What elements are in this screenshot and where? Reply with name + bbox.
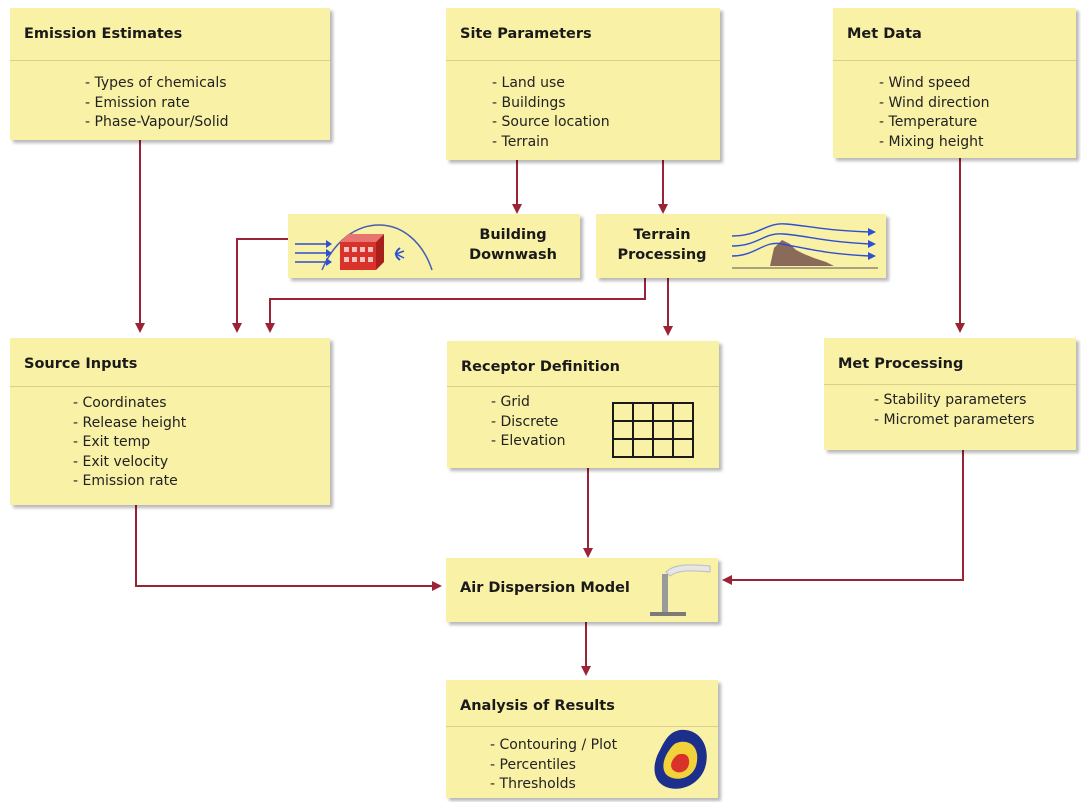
divider bbox=[10, 386, 330, 387]
emission-estimates-box: Emission Estimates Types of chemicals Em… bbox=[10, 8, 330, 140]
building-label: Building bbox=[479, 227, 547, 243]
list-item: Stability parameters bbox=[874, 391, 1035, 411]
list-item: Wind direction bbox=[879, 94, 990, 114]
met-data-title: Met Data bbox=[847, 26, 922, 42]
site-parameters-list: Land use Buildings Source location Terra… bbox=[492, 74, 610, 152]
receptor-definition-box: Receptor Definition Grid Discrete Elevat… bbox=[447, 341, 719, 468]
terrain-processing-label: Terrain Processing bbox=[600, 225, 724, 265]
list-item: Micromet parameters bbox=[874, 411, 1035, 431]
site-parameters-title: Site Parameters bbox=[460, 26, 592, 42]
list-item: Percentiles bbox=[490, 756, 617, 776]
arrow-metproc-to-model bbox=[722, 450, 964, 585]
arrow-building-to-source bbox=[232, 238, 288, 333]
list-item: Discrete bbox=[491, 413, 566, 433]
list-item: Contouring / Plot bbox=[490, 736, 618, 756]
list-item: Wind speed bbox=[879, 74, 990, 94]
analysis-of-results-list: Contouring / Plot Percentiles Thresholds bbox=[490, 736, 618, 795]
building-downwash-label: Building Downwash bbox=[453, 225, 573, 265]
list-item: Land use bbox=[492, 74, 610, 94]
air-dispersion-model-box: Air Dispersion Model bbox=[446, 558, 718, 622]
terrain-processing-box: Terrain Processing bbox=[596, 214, 886, 278]
divider bbox=[824, 384, 1076, 385]
list-item: Grid bbox=[491, 393, 566, 413]
divider bbox=[446, 60, 720, 61]
air-dispersion-model-title: Air Dispersion Model bbox=[460, 580, 630, 596]
emission-estimates-title: Emission Estimates bbox=[24, 26, 183, 42]
emission-estimates-list: Types of chemicals Emission rate Phase-V… bbox=[85, 74, 229, 133]
list-item: Mixing height bbox=[879, 133, 990, 153]
receptor-definition-title: Receptor Definition bbox=[461, 359, 620, 375]
smokestack-icon bbox=[650, 564, 711, 616]
list-item: Coordinates bbox=[73, 394, 186, 414]
processing-label: Processing bbox=[617, 247, 707, 263]
divider bbox=[10, 60, 330, 61]
list-item: Phase-Vapour/Solid bbox=[85, 113, 229, 133]
divider bbox=[833, 60, 1076, 61]
list-item: Exit temp bbox=[73, 433, 186, 453]
met-processing-list: Stability parameters Micromet parameters bbox=[874, 391, 1035, 430]
list-item: Terrain bbox=[492, 133, 610, 153]
receptor-definition-list: Grid Discrete Elevation bbox=[491, 393, 566, 452]
list-item: Emission rate bbox=[73, 472, 186, 492]
analysis-of-results-title: Analysis of Results bbox=[460, 698, 615, 714]
met-data-box: Met Data Wind speed Wind direction Tempe… bbox=[833, 8, 1076, 158]
list-item: Buildings bbox=[492, 94, 610, 114]
source-inputs-box: Source Inputs Coordinates Release height… bbox=[10, 338, 330, 505]
list-item: Emission rate bbox=[85, 94, 229, 114]
analysis-of-results-box: Analysis of Results Contouring / Plot Pe… bbox=[446, 680, 718, 798]
receptor-grid-icon bbox=[612, 402, 694, 458]
met-data-list: Wind speed Wind direction Temperature Mi… bbox=[879, 74, 990, 152]
site-parameters-box: Site Parameters Land use Buildings Sourc… bbox=[446, 8, 720, 160]
terrain-flow-icon bbox=[731, 223, 878, 269]
terrain-label: Terrain bbox=[633, 227, 691, 243]
met-processing-title: Met Processing bbox=[838, 356, 964, 372]
source-inputs-title: Source Inputs bbox=[24, 356, 138, 372]
arrow-source-to-model bbox=[135, 505, 442, 591]
list-item: Elevation bbox=[491, 432, 566, 452]
met-processing-box: Met Processing Stability parameters Micr… bbox=[824, 338, 1076, 450]
list-item: Temperature bbox=[879, 113, 990, 133]
arrow-terrain-to-source bbox=[265, 278, 646, 333]
divider bbox=[446, 726, 718, 727]
divider bbox=[447, 386, 719, 387]
building-downwash-icon bbox=[295, 224, 433, 271]
contour-plot-icon bbox=[654, 729, 707, 789]
list-item: Release height bbox=[73, 414, 187, 434]
list-item: Thresholds bbox=[490, 775, 617, 795]
building-downwash-box: Building Downwash bbox=[288, 214, 580, 278]
list-item: Exit velocity bbox=[73, 453, 186, 473]
source-inputs-list: Coordinates Release height Exit temp Exi… bbox=[73, 394, 187, 492]
downwash-label: Downwash bbox=[469, 247, 557, 263]
list-item: Source location bbox=[492, 113, 610, 133]
list-item: Types of chemicals bbox=[85, 74, 229, 94]
